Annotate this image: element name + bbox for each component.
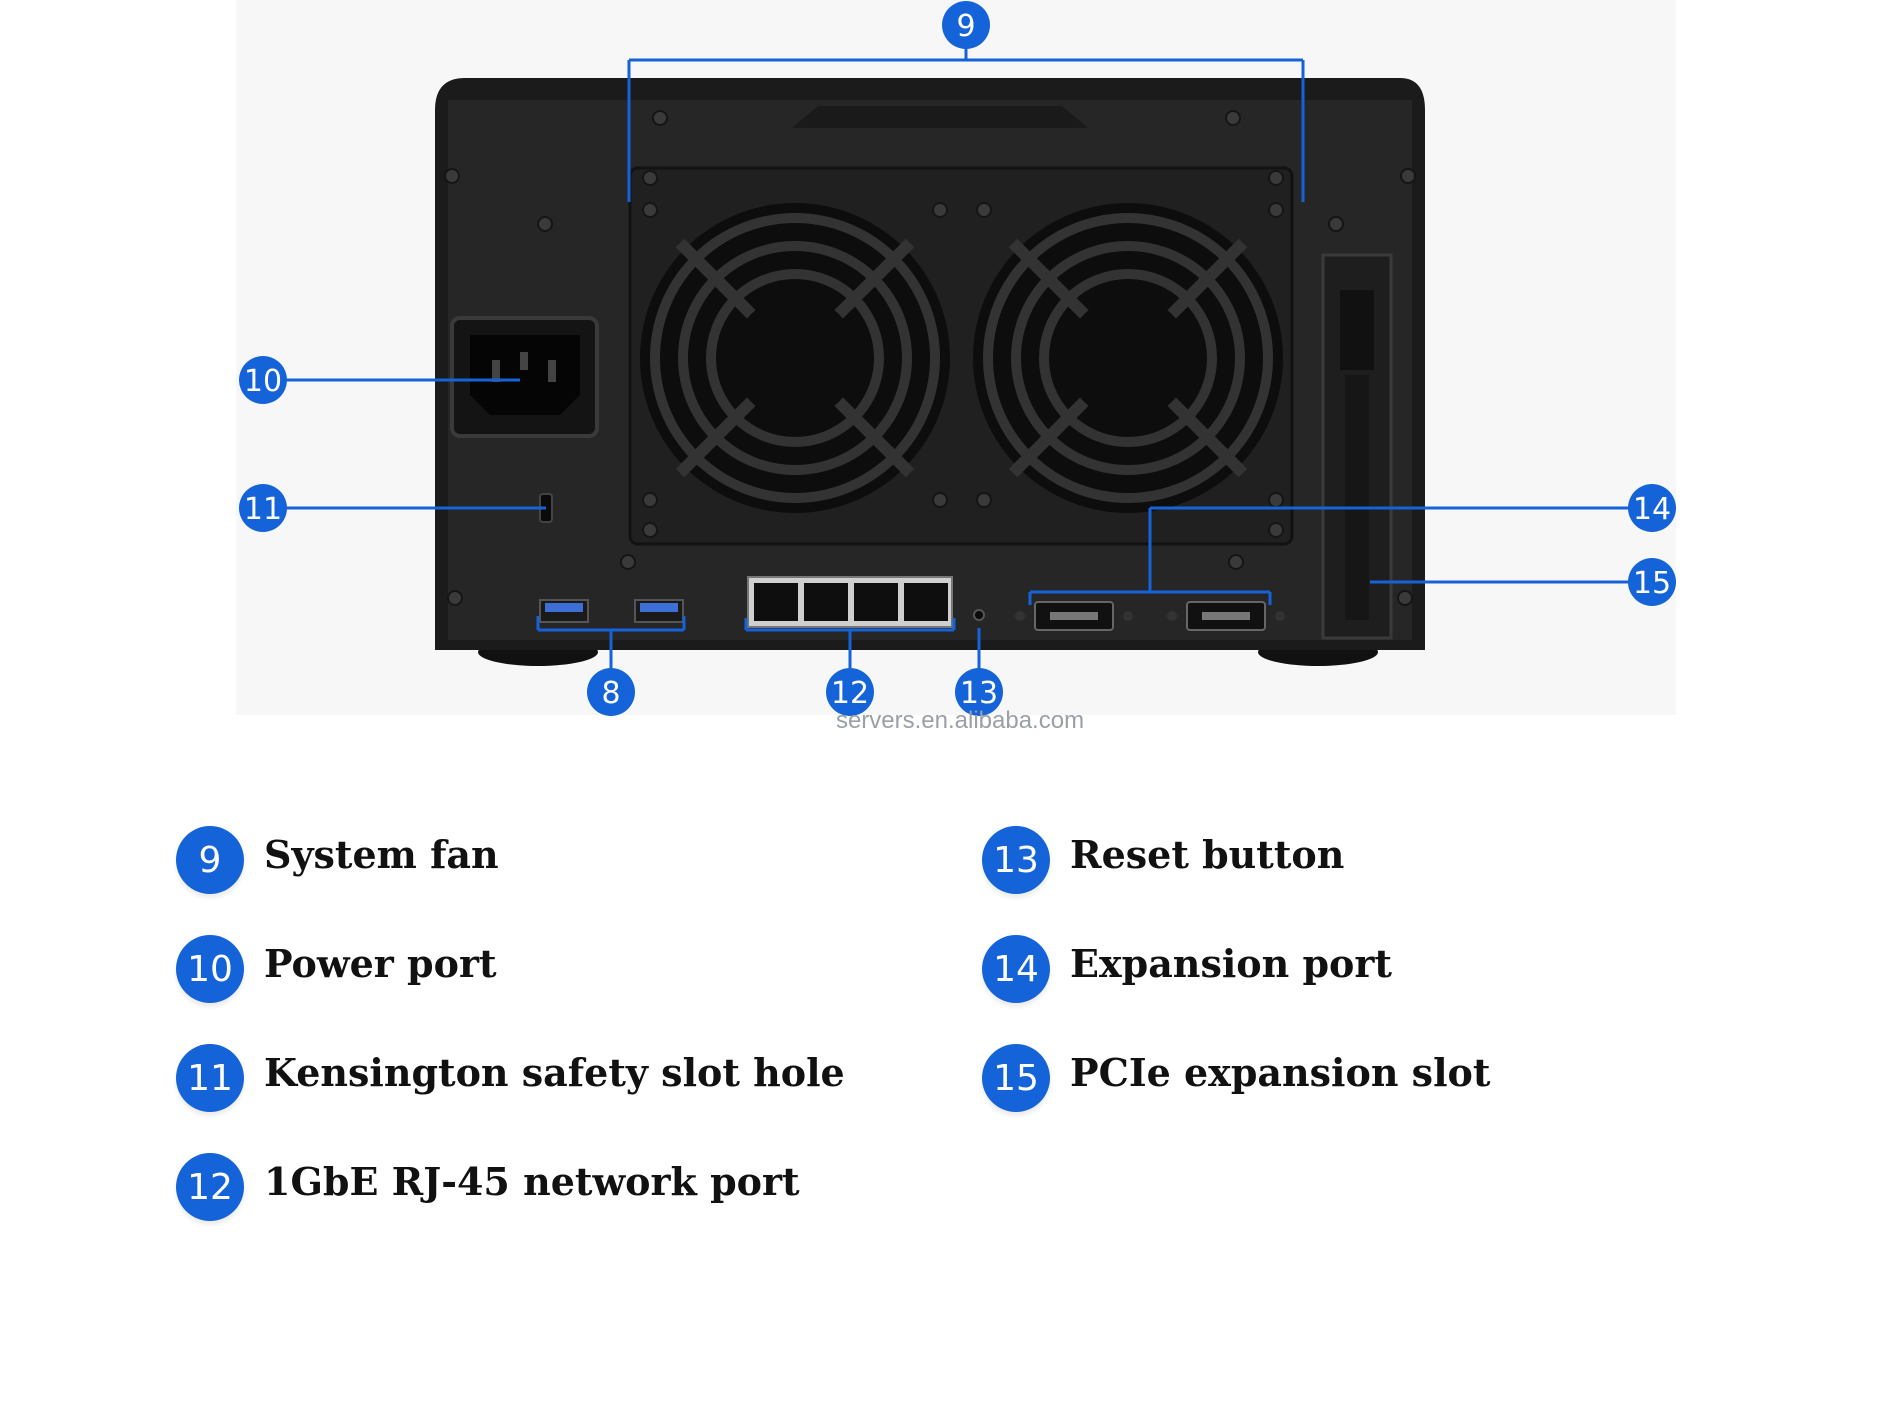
legend-item-system-fan: 9 System fan <box>176 826 499 894</box>
callout-badge-11: 11 <box>239 484 287 532</box>
legend-item-rj45-port: 12 1GbE RJ-45 network port <box>176 1153 800 1221</box>
reset-button <box>973 609 985 621</box>
usb-ports <box>539 599 684 623</box>
callout-number: 13 <box>960 676 998 711</box>
callout-badge-8: 8 <box>587 668 635 716</box>
legend-number-badge: 13 <box>982 826 1050 894</box>
legend-label: Kensington safety slot hole <box>264 1049 845 1095</box>
legend-item-power-port: 10 Power port <box>176 935 497 1003</box>
legend-number-badge: 11 <box>176 1044 244 1112</box>
callout-number: 14 <box>1633 492 1671 527</box>
callout-number: 8 <box>601 676 620 711</box>
legend-item-reset-button: 13 Reset button <box>982 826 1344 894</box>
system-fan-right <box>973 203 1283 513</box>
callout-number: 10 <box>244 364 282 399</box>
legend-number-badge: 15 <box>982 1044 1050 1112</box>
legend-item-expansion-port: 14 Expansion port <box>982 935 1392 1003</box>
callout-number: 15 <box>1633 566 1671 601</box>
legend-label: 1GbE RJ-45 network port <box>264 1158 800 1204</box>
legend-item-pcie-slot: 15 PCIe expansion slot <box>982 1044 1490 1112</box>
legend-label: System fan <box>264 831 499 877</box>
legend-label: Reset button <box>1070 831 1345 877</box>
callout-badge-13: 13 <box>955 668 1003 716</box>
callout-badge-15: 15 <box>1628 558 1676 606</box>
callout-badge-9: 9 <box>942 1 990 49</box>
callout-badge-14: 14 <box>1628 484 1676 532</box>
power-port <box>450 316 599 438</box>
system-fan-left <box>640 203 950 513</box>
callout-number: 11 <box>244 492 282 527</box>
callout-badge-12: 12 <box>826 668 874 716</box>
legend-number-badge: 12 <box>176 1153 244 1221</box>
pcie-expansion-slot <box>1321 253 1393 640</box>
callout-badge-10: 10 <box>239 356 287 404</box>
legend-item-kensington-slot: 11 Kensington safety slot hole <box>176 1044 845 1112</box>
callout-number: 9 <box>956 9 975 44</box>
watermark: servers.en.alibaba.com <box>836 707 1084 734</box>
expansion-ports <box>1015 601 1285 631</box>
legend-number-badge: 10 <box>176 935 244 1003</box>
rj45-ports <box>747 576 953 628</box>
legend-label: PCIe expansion slot <box>1070 1049 1491 1095</box>
legend-label: Expansion port <box>1070 940 1392 986</box>
callout-lines <box>286 44 1632 668</box>
callout-number: 12 <box>831 676 869 711</box>
legend-number-badge: 9 <box>176 826 244 894</box>
legend-label: Power port <box>264 940 497 986</box>
chassis-screws <box>444 110 1416 606</box>
legend-number-badge: 14 <box>982 935 1050 1003</box>
